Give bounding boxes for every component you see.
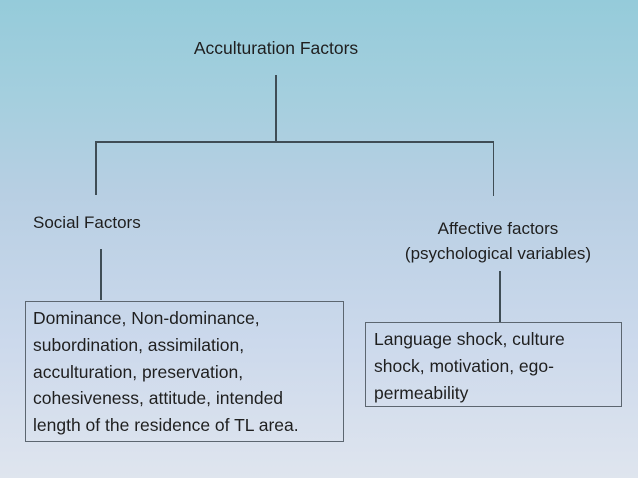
social-box-line: length of the residence of TL area.: [33, 415, 299, 436]
label-affective-line2: (psychological variables): [404, 244, 592, 263]
label-affective-line1: Affective factors: [437, 219, 559, 238]
connector-social-to-box: [100, 249, 102, 300]
social-box-line: Dominance, Non-dominance,: [33, 308, 260, 328]
affective-factors-box: Language shock, culture shock, motivatio…: [365, 322, 622, 407]
label-social-factors: Social Factors: [33, 213, 141, 232]
connector-branch-bar: [95, 141, 494, 143]
connector-right-drop: [492, 141, 494, 196]
connector-left-drop: [95, 141, 97, 195]
label-affective-factors: Affective factors (psychological variabl…: [368, 216, 628, 266]
diagram-title: Acculturation Factors: [193, 38, 359, 58]
affective-box-line: permeability: [374, 383, 469, 403]
connector-root-stem: [275, 75, 277, 142]
affective-box-line: shock, motivation, ego-: [374, 356, 554, 376]
social-box-line: acculturation, preservation,: [33, 361, 244, 382]
social-box-line: cohesiveness, attitude, intended: [33, 388, 284, 409]
connector-affective-to-box: [499, 271, 501, 322]
social-factors-box: Dominance, Non-dominance, subordination,…: [25, 301, 344, 442]
social-box-line: subordination, assimilation,: [33, 334, 245, 355]
affective-box-line: Language shock, culture: [374, 329, 565, 349]
